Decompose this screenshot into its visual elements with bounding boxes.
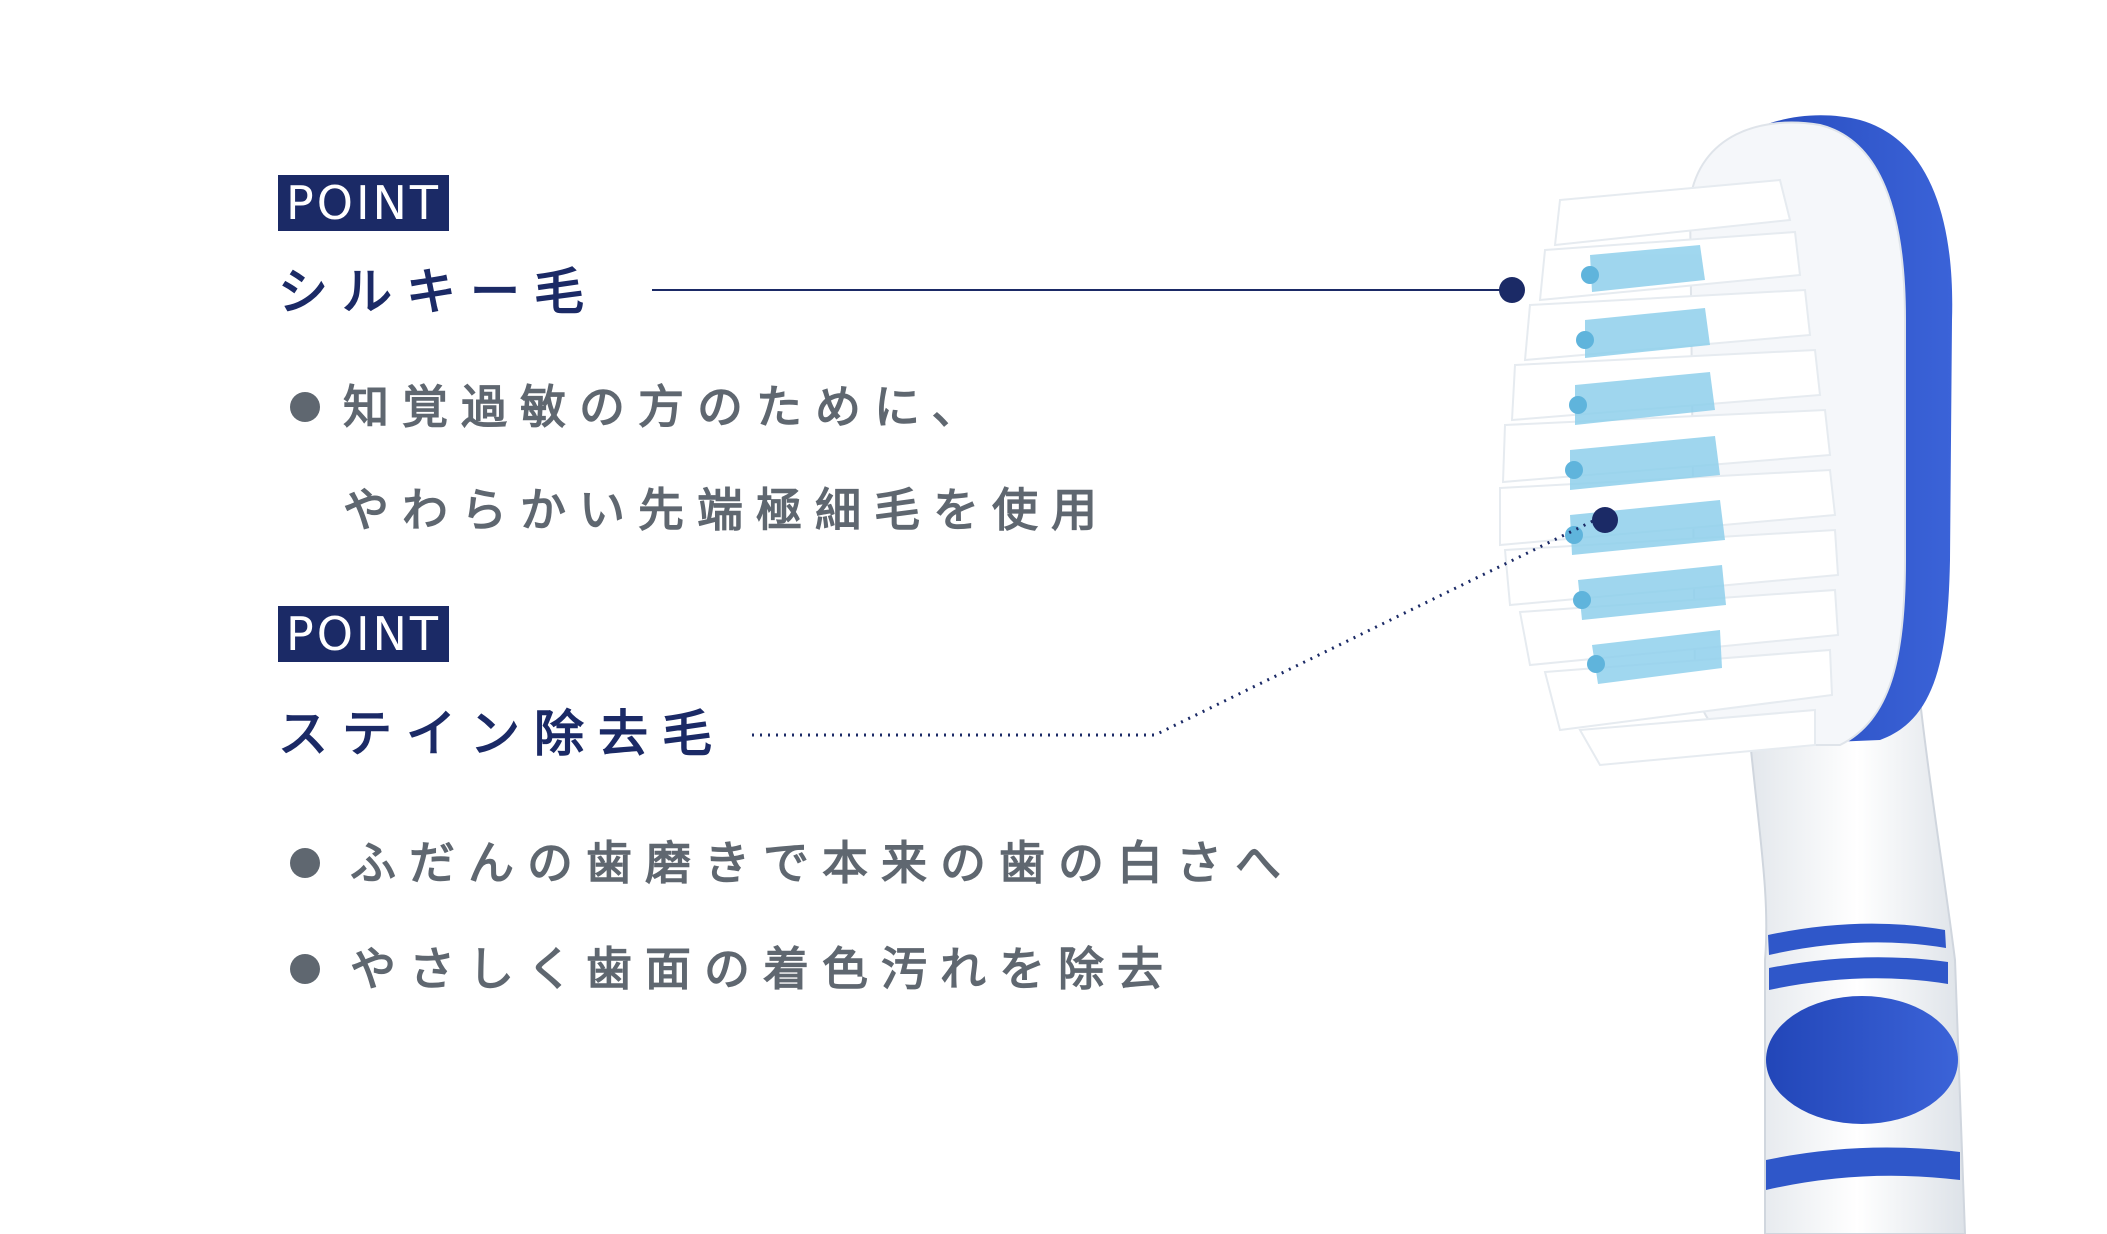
handle-grip bbox=[1766, 996, 1958, 1124]
bullet-dot bbox=[290, 392, 320, 422]
handle-stripe-middle bbox=[1769, 957, 1948, 990]
feature-title-stain: ステイン除去毛 bbox=[278, 705, 726, 763]
callout-marker-silky bbox=[1499, 277, 1525, 303]
point-badge-2: POINT bbox=[278, 606, 450, 662]
point-badge-1: POINT bbox=[278, 175, 450, 231]
bullet-dot bbox=[290, 848, 320, 878]
handle-stripe-top bbox=[1768, 923, 1946, 955]
callout-marker-stain bbox=[1592, 507, 1618, 533]
bristle-tips bbox=[1565, 266, 1605, 673]
feature-desc-line: やわらかい先端極細毛を使用 bbox=[343, 483, 1110, 537]
feature-desc-line: やさしく歯面の着色汚れを除去 bbox=[350, 942, 1176, 996]
feature-title-silky: シルキー毛 bbox=[278, 263, 598, 321]
bristles-blue bbox=[1570, 245, 1726, 684]
feature-desc-line: ふだんの歯磨きで本来の歯の白さへ bbox=[350, 836, 1294, 890]
callout-line-stain bbox=[752, 518, 1596, 737]
bullet-dot bbox=[290, 954, 320, 984]
handle-stripe-bottom bbox=[1766, 1147, 1960, 1190]
feature-desc-line: 知覚過敏の方のために、 bbox=[343, 380, 991, 434]
